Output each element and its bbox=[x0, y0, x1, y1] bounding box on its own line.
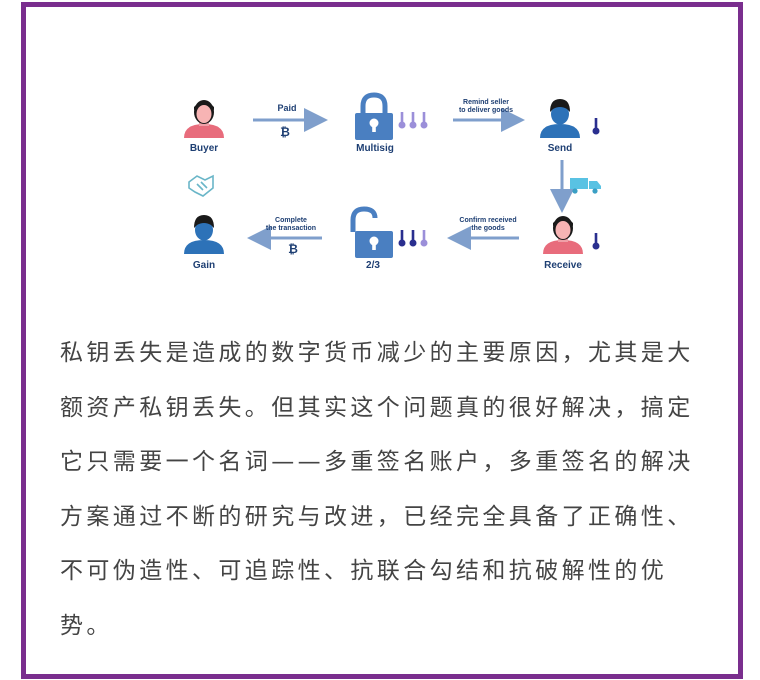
multisig-flow-diagram: Buyer Paid ₿ Multisig Remind seller to d… bbox=[184, 92, 601, 271]
complete-label-line2: the transaction bbox=[266, 225, 316, 232]
remind-label-line1: Remind seller bbox=[463, 99, 509, 106]
article-paragraph: 私钥丢失是造成的数字货币减少的主要原因，尤其是大额资产私钥丢失。但其实这个问题真… bbox=[60, 340, 694, 639]
key-icon bbox=[398, 230, 428, 247]
lock-icon bbox=[350, 206, 393, 258]
buyer-label: Buyer bbox=[190, 143, 218, 154]
receive-person-icon bbox=[543, 216, 583, 254]
receive-label: Receive bbox=[544, 260, 582, 271]
remind-label-line2: to deliver goods bbox=[459, 107, 513, 114]
confirm-label-line2: the goods bbox=[471, 225, 505, 232]
thermometer-icon bbox=[592, 233, 600, 250]
bitcoin-icon: ₿ bbox=[280, 125, 290, 139]
gain-label: Gain bbox=[193, 260, 215, 271]
buyer-person-icon bbox=[184, 100, 224, 138]
send-person-icon bbox=[540, 99, 580, 138]
truck-icon bbox=[570, 178, 601, 194]
complete-label-line1: Complete bbox=[275, 217, 307, 224]
multisig-label: Multisig bbox=[356, 143, 394, 154]
thermometer-icon bbox=[592, 118, 600, 135]
bitcoin-icon: ₿ bbox=[288, 242, 298, 256]
gain-person-icon bbox=[184, 215, 224, 254]
lock-icon bbox=[355, 92, 393, 140]
key-icon bbox=[398, 112, 428, 129]
send-label: Send bbox=[548, 143, 572, 154]
confirm-label-line1: Confirm received bbox=[459, 217, 516, 224]
two-thirds-label: 2/3 bbox=[366, 260, 380, 271]
paid-label: Paid bbox=[277, 103, 296, 113]
handshake-icon bbox=[188, 174, 214, 197]
